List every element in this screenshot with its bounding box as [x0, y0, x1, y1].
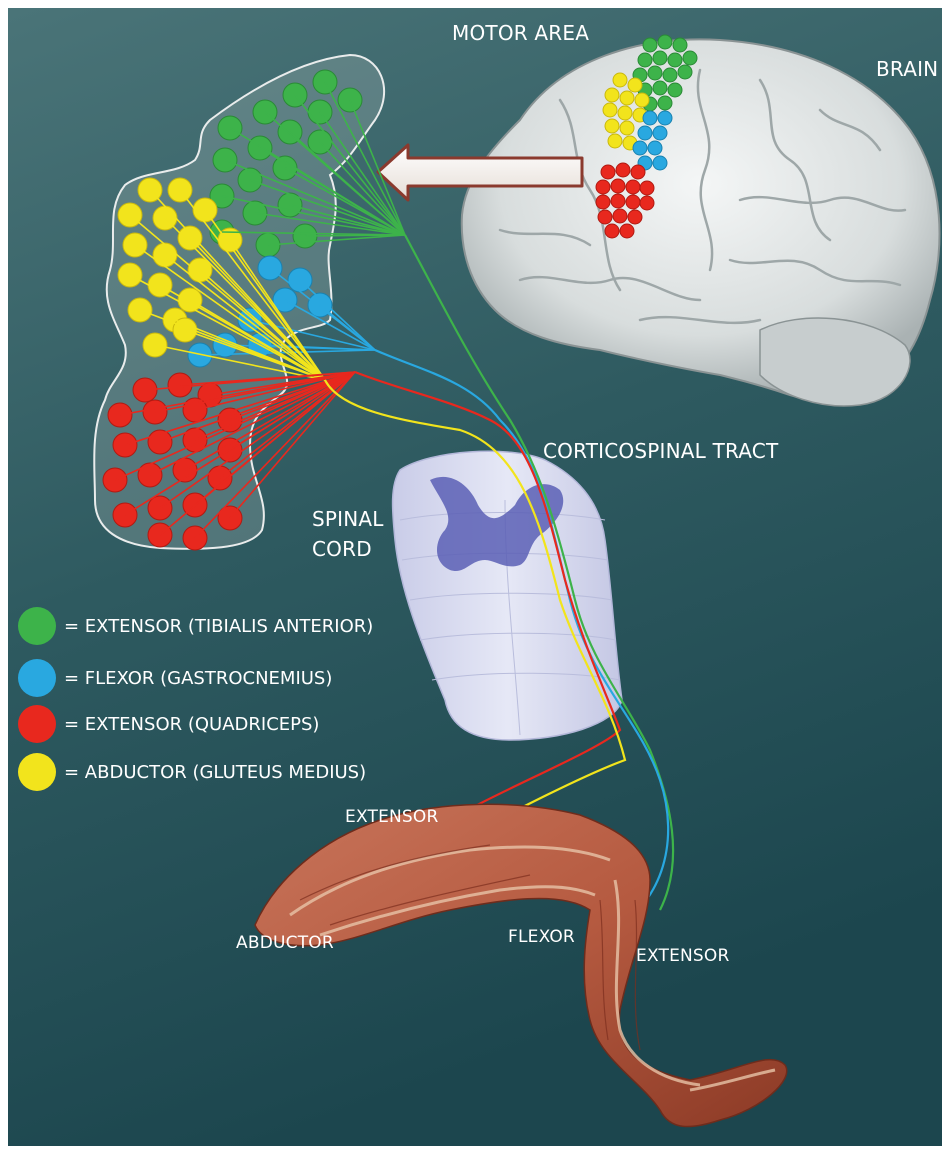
brain-label: BRAIN: [876, 58, 938, 80]
spinal-cord-label-line1: SPINAL: [312, 508, 384, 530]
yellow-dot-icon: [18, 753, 56, 791]
legend-text: = EXTENSOR (TIBIALIS ANTERIOR): [64, 616, 373, 637]
leg-extensor-lower-label: EXTENSOR: [636, 945, 730, 967]
leg-flexor-label: FLEXOR: [508, 926, 575, 948]
motor-area-label: MOTOR AREA: [452, 22, 589, 44]
legend-text: = ABDUCTOR (GLUTEUS MEDIUS): [64, 762, 366, 783]
legend-text: = FLEXOR (GASTROCNEMIUS): [64, 668, 332, 689]
green-dot-icon: [18, 607, 56, 645]
legend-item-flexor-gastrocnemius: = FLEXOR (GASTROCNEMIUS): [18, 658, 332, 698]
corticospinal-tract-label: CORTICOSPINAL TRACT: [543, 440, 778, 462]
legend-item-extensor-quadriceps: = EXTENSOR (QUADRICEPS): [18, 704, 319, 744]
leg-extensor-upper-label: EXTENSOR: [345, 806, 439, 828]
blue-dot-icon: [18, 659, 56, 697]
legend-item-extensor-tibialis: = EXTENSOR (TIBIALIS ANTERIOR): [18, 606, 373, 646]
legend-text: = EXTENSOR (QUADRICEPS): [64, 714, 319, 735]
legend-item-abductor-gluteus: = ABDUCTOR (GLUTEUS MEDIUS): [18, 752, 366, 792]
red-dot-icon: [18, 705, 56, 743]
leg-abductor-label: ABDUCTOR: [236, 932, 334, 954]
spinal-cord-label-line2: CORD: [312, 538, 372, 560]
